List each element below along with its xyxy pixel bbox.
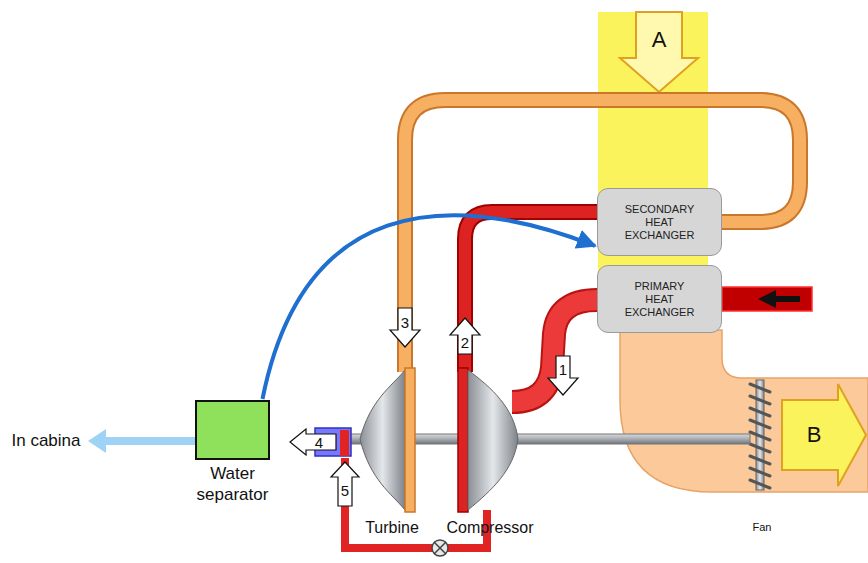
callout-number: 4	[315, 434, 323, 451]
outlet-label: In cabina	[12, 431, 81, 451]
callout-arrow	[450, 318, 480, 354]
callout-number: 3	[401, 314, 409, 331]
flow-arrow	[782, 384, 866, 486]
part-name: Turbine	[365, 519, 419, 537]
box-label: PRIMARY HEAT EXCHANGER	[622, 280, 697, 319]
callout-arrow	[331, 462, 359, 506]
flow-arrow	[758, 290, 800, 308]
water-return-line	[263, 215, 596, 399]
cabin-flow-arrow	[88, 429, 106, 453]
pipe	[405, 100, 800, 372]
cabin-flow-arrow	[100, 437, 195, 445]
callout-number: 1	[559, 361, 567, 378]
heat-exchanger-box: PRIMARY HEAT EXCHANGER	[597, 265, 722, 333]
box-heading: Water separator	[177, 463, 289, 505]
part-name: Compressor	[446, 519, 533, 537]
pipe	[512, 300, 597, 402]
callout-arrow	[390, 308, 420, 347]
callout-number: 2	[461, 334, 469, 351]
fan-symbol	[750, 380, 770, 490]
pipe	[405, 100, 800, 372]
valve-symbol	[432, 540, 448, 556]
callout-arrow	[548, 356, 578, 395]
compressor-housing	[458, 368, 468, 512]
box-label: SECONDARY HEAT EXCHANGER	[622, 203, 697, 242]
bypass-inlet	[340, 430, 349, 456]
compressor-wheel	[468, 370, 518, 510]
turbine-housing	[405, 368, 415, 512]
bleed-air-inlet	[722, 287, 812, 311]
flow-letter: A	[652, 27, 667, 53]
callout-number: 5	[341, 482, 349, 499]
heat-exchanger-box: SECONDARY HEAT EXCHANGER	[597, 188, 722, 256]
exhaust-duct	[620, 330, 868, 492]
flow-arrow	[620, 12, 698, 92]
part-name: Fan	[753, 521, 772, 533]
flow-letter: B	[807, 422, 822, 448]
pipe	[512, 300, 597, 402]
water-separator-box: Water separator	[195, 400, 270, 460]
callout-arrow	[290, 429, 336, 455]
turbine-wheel	[360, 370, 405, 510]
